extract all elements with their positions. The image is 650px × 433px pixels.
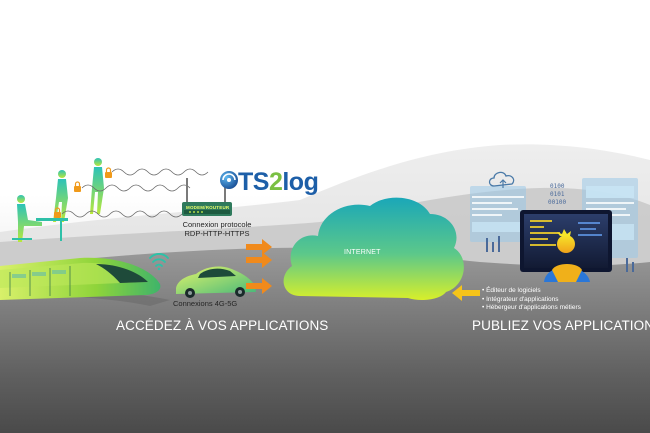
- lock-icon: [74, 181, 81, 192]
- car-icon: [176, 266, 256, 298]
- svg-text:0101: 0101: [550, 191, 565, 198]
- internet-label: INTERNET: [344, 249, 381, 256]
- developer-figure: [544, 229, 590, 282]
- cloud-icon: [283, 197, 464, 300]
- brand-logo-mark: [220, 171, 238, 189]
- protocol-caption: Connexion protocole RDP-HTTP-HTTPS: [172, 220, 262, 238]
- publish-heading: PUBLIEZ VOS APPLICATIONS: [472, 318, 650, 333]
- router-icon: [182, 178, 232, 216]
- brand-name-number: 2: [268, 168, 283, 196]
- wifi-icon: [149, 253, 169, 271]
- arrow-to-internet: [246, 252, 272, 268]
- svg-text:0100: 0100: [550, 183, 565, 190]
- mobile-connection-caption: Connexions 4G-5G: [173, 299, 238, 308]
- remote-users-group: [12, 158, 209, 242]
- ground: [0, 247, 650, 433]
- feature-item: • Intégrateur d'applications: [482, 295, 559, 303]
- protocol-caption-line: Connexion protocole: [182, 220, 252, 229]
- arrow-to-internet: [246, 278, 272, 294]
- arrow-from-publisher: [452, 285, 480, 301]
- brand-name-part: TS: [238, 168, 269, 196]
- lock-icon: [54, 207, 61, 218]
- lock-icon: [105, 167, 112, 178]
- access-heading: ACCÉDEZ À VOS APPLICATIONS: [116, 318, 329, 333]
- signal-waves: [61, 168, 209, 218]
- train-icon: [0, 257, 161, 300]
- protocol-caption-line: RDP-HTTP-HTTPS: [184, 229, 250, 238]
- brand-wordmark: TS2log: [238, 168, 319, 197]
- feature-item: • Hébergeur d'applications métiers: [482, 304, 581, 311]
- user-walking-figure: [53, 170, 68, 222]
- brand-name-part: log: [282, 168, 319, 196]
- publisher-feature-list: • Éditeur de logiciels • Intégrateur d'a…: [482, 287, 581, 313]
- svg-text:00100: 00100: [548, 199, 566, 206]
- router-label: MODEM/ROUTEUR: [186, 205, 230, 210]
- feature-item: • Éditeur de logiciels: [482, 287, 541, 294]
- arrow-to-internet: [246, 239, 272, 255]
- cloud-upload-icon: [488, 171, 515, 188]
- user-sitting-figure: [12, 195, 68, 242]
